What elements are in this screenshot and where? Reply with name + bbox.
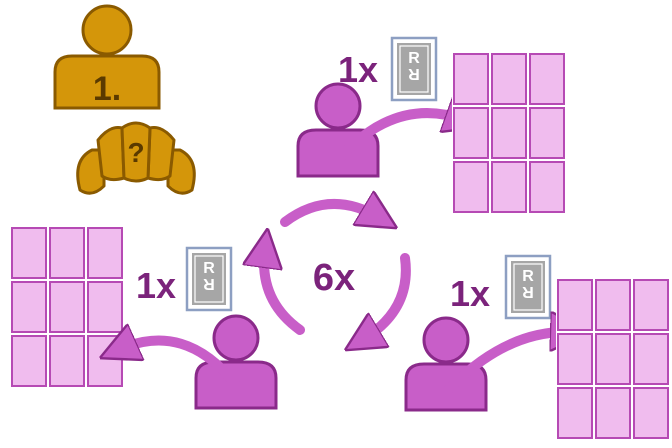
card-back-icon: R R xyxy=(390,36,438,102)
card-grid-icon xyxy=(451,51,567,213)
player-left: 1x R R xyxy=(9,225,278,410)
count-label: 1x xyxy=(450,273,490,314)
svg-text:R: R xyxy=(522,283,534,300)
pass-arrow xyxy=(333,113,465,165)
start-player-icon xyxy=(53,4,161,110)
start-player-number: 1. xyxy=(93,70,121,108)
player-right: 1x R R xyxy=(404,254,671,439)
svg-text:R: R xyxy=(408,65,420,82)
repeat-count: 6x xyxy=(313,257,355,299)
pass-arrow xyxy=(118,341,241,390)
count-label: 1x xyxy=(338,49,378,90)
card-back-icon: R R xyxy=(504,254,552,320)
player-top: 1x R R xyxy=(296,36,567,213)
croissant-question-mark: ? xyxy=(127,137,144,168)
svg-text:R: R xyxy=(408,50,420,67)
card-grid-icon xyxy=(9,225,125,387)
croissant-question-icon xyxy=(76,121,196,195)
svg-text:R: R xyxy=(203,260,215,277)
count-label: 1x xyxy=(136,265,176,306)
card-grid-icon xyxy=(555,277,671,439)
svg-text:R: R xyxy=(203,275,215,292)
svg-text:R: R xyxy=(522,268,534,285)
cycle-arrows-icon xyxy=(264,204,411,340)
card-back-icon: R R xyxy=(185,246,233,312)
pass-arrow xyxy=(441,332,570,397)
